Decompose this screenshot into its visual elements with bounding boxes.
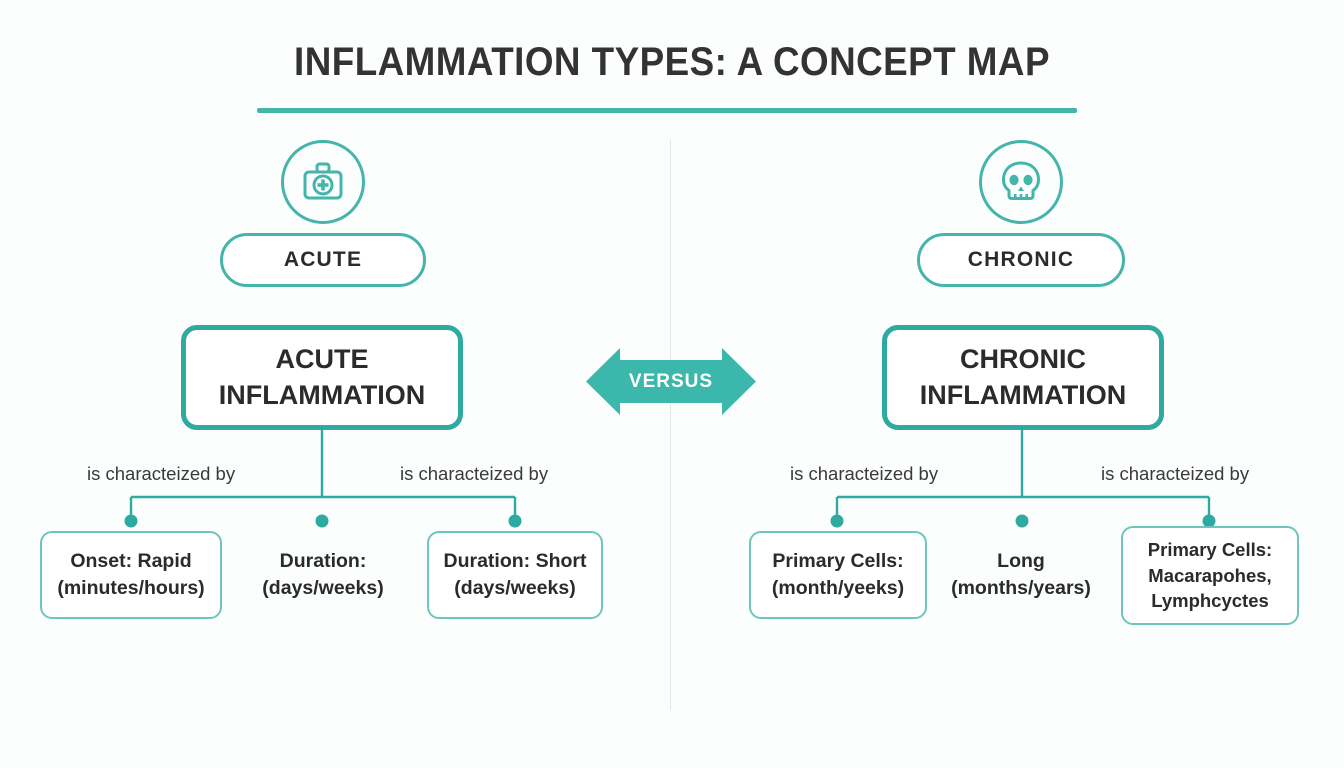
leaf-line: (days/weeks) (454, 577, 576, 599)
leaf-line: Duration: Short (443, 550, 587, 573)
concept-box-acute-line1: ACUTE (275, 343, 369, 374)
leaf-acute-onset[interactable]: Onset: Rapid (minutes/hours) (40, 531, 222, 619)
pill-chronic[interactable]: CHRONIC (917, 233, 1125, 287)
concept-box-acute-inflammation[interactable]: ACUTE INFLAMMATION (181, 325, 463, 430)
leaf-line: (months/years) (951, 577, 1091, 599)
concept-box-chronic-line1: CHRONIC (960, 343, 1086, 374)
concept-box-acute-line2: INFLAMMATION (218, 379, 426, 410)
relation-label-acute-right: is characteized by (400, 463, 549, 484)
relation-label-acute-left: is characteized by (87, 463, 236, 484)
skull-icon-ring (979, 140, 1063, 224)
leaf-acute-duration-short[interactable]: Duration: Short (days/weeks) (427, 531, 603, 619)
versus-arrow-icon (586, 348, 756, 415)
leaf-chronic-primary-cells-duration[interactable]: Primary Cells: (month/yeeks) (749, 531, 927, 619)
concept-box-chronic-inflammation[interactable]: CHRONIC INFLAMMATION (882, 325, 1164, 430)
connector-dot (1015, 514, 1029, 528)
connector-dot (508, 514, 522, 528)
title-underline-rule (257, 108, 1077, 113)
pill-acute[interactable]: ACUTE (220, 233, 426, 287)
page-title: INFLAMMATION TYPES: A CONCEPT MAP (294, 40, 1050, 84)
first-aid-kit-icon-ring (281, 140, 365, 224)
leaf-line: Macarapohes, (1148, 564, 1272, 586)
leaf-chronic-primary-cells[interactable]: Primary Cells: Macarapohes, Lymphcyctes (1121, 526, 1299, 625)
relation-label-chronic-left: is characteized by (790, 463, 939, 484)
first-aid-kit-icon (303, 162, 343, 200)
connector-dot (830, 514, 844, 528)
leaf-line: Onset: Rapid (70, 550, 192, 573)
leaf-line: Primary Cells: (1147, 539, 1273, 561)
leaf-line: (minutes/hours) (57, 577, 205, 599)
relation-label-chronic-right: is characteized by (1101, 463, 1250, 484)
pill-acute-label: ACUTE (283, 248, 363, 271)
connector-dot (315, 514, 329, 528)
leaf-line: Long (997, 550, 1045, 573)
pill-chronic-label: CHRONIC (967, 248, 1075, 271)
leaf-acute-duration[interactable]: Duration: (days/weeks) (240, 531, 406, 619)
center-divider (670, 140, 671, 710)
concept-box-chronic-line2: INFLAMMATION (919, 379, 1127, 410)
leaf-line: Duration: (279, 550, 367, 573)
connector-dot (124, 514, 138, 528)
leaf-line: Primary Cells: (772, 550, 904, 573)
leaf-line: Lymphcyctes (1151, 590, 1269, 612)
leaf-line: (month/yeeks) (771, 577, 905, 599)
skull-icon (1002, 161, 1040, 200)
leaf-chronic-long-duration[interactable]: Long (months/years) (942, 531, 1100, 619)
leaf-line: (days/weeks) (262, 577, 384, 599)
